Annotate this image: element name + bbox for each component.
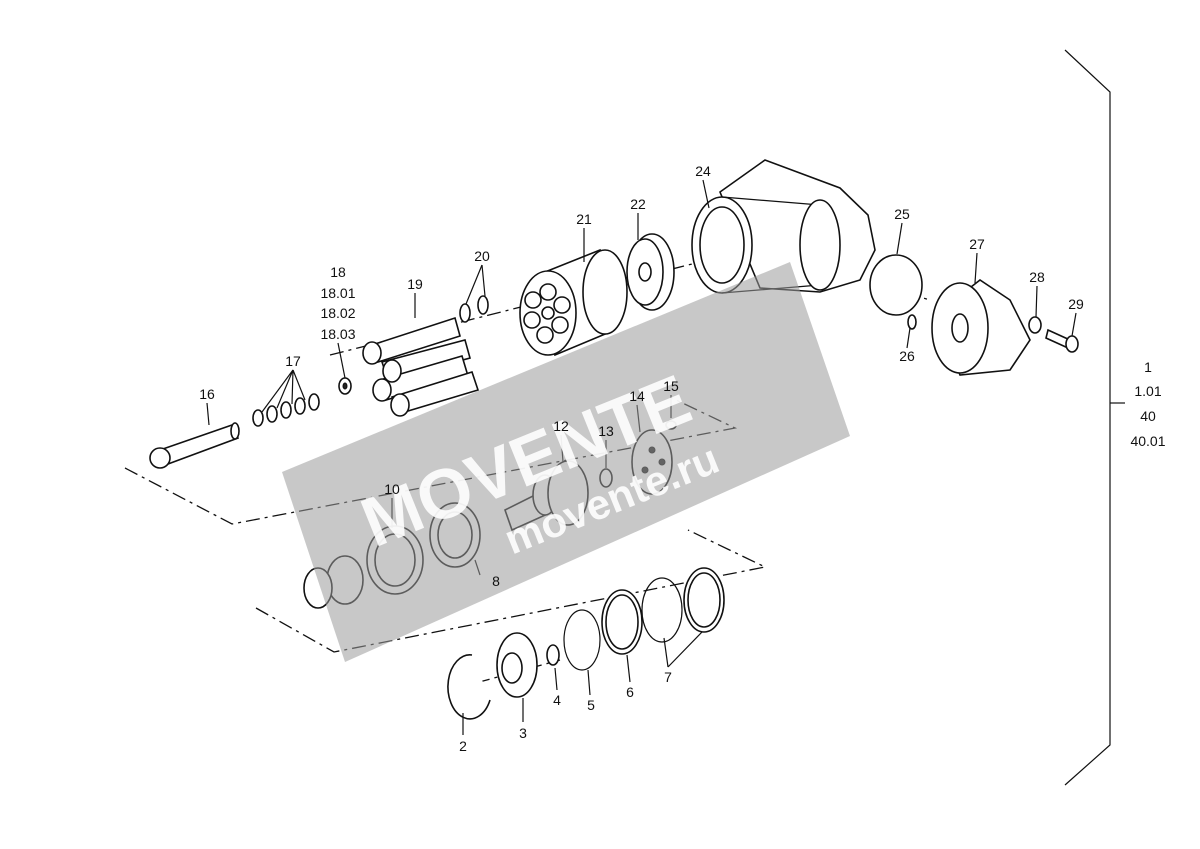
callout-4: 4 — [553, 692, 561, 708]
callout-7: 7 — [664, 669, 672, 685]
callout-19: 19 — [407, 276, 423, 292]
callout-29: 29 — [1068, 296, 1084, 312]
callout-18: 18 — [330, 264, 346, 280]
callout-25: 25 — [894, 206, 910, 222]
callout-labels: 2 3 4 5 6 7 8 10 12 13 14 15 16 17 18 18… — [199, 163, 1166, 754]
assembly-bracket — [1064, 49, 1111, 786]
callout-13: 13 — [598, 423, 614, 439]
part-22-valve-plate — [626, 233, 675, 311]
callout-18-01: 18.01 — [320, 285, 355, 301]
part-4-ring — [546, 644, 560, 666]
part-2-circlip — [447, 654, 491, 720]
callout-10: 10 — [384, 481, 400, 497]
part-17-washers — [252, 377, 352, 427]
part-3-seal — [496, 632, 538, 698]
part-29-bolt — [1045, 328, 1079, 353]
callout-18-02: 18.02 — [320, 305, 355, 321]
callout-5: 5 — [587, 697, 595, 713]
callout-15: 15 — [663, 378, 679, 394]
watermark-band — [282, 262, 850, 662]
assembly-ref-40: 40 — [1140, 408, 1156, 424]
part-28-nut — [1028, 316, 1042, 334]
callout-8: 8 — [492, 573, 500, 589]
callout-26: 26 — [899, 348, 915, 364]
part-25-o-ring — [869, 254, 923, 316]
part-20-rings — [459, 295, 489, 323]
part-19-pistons — [362, 316, 480, 417]
part-26-key — [907, 314, 917, 330]
parts-5-6-7-shims — [563, 567, 725, 671]
callout-3: 3 — [519, 725, 527, 741]
callout-20: 20 — [474, 248, 490, 264]
callout-28: 28 — [1029, 269, 1045, 285]
callout-22: 22 — [630, 196, 646, 212]
part-24-housing — [691, 159, 876, 294]
callout-17: 17 — [285, 353, 301, 369]
callout-12: 12 — [553, 418, 569, 434]
assembly-ref-40-01: 40.01 — [1130, 433, 1165, 449]
part-16-spool — [149, 422, 240, 469]
callout-14: 14 — [629, 388, 645, 404]
callout-2: 2 — [459, 738, 467, 754]
assembly-ref-1: 1 — [1144, 359, 1152, 375]
part-27-end-cap — [931, 279, 1031, 376]
callout-6: 6 — [626, 684, 634, 700]
callout-27: 27 — [969, 236, 985, 252]
callout-18-03: 18.03 — [320, 326, 355, 342]
assembly-ref-1-01: 1.01 — [1134, 383, 1161, 399]
callout-16: 16 — [199, 386, 215, 402]
callout-24: 24 — [695, 163, 711, 179]
part-21-cylinder-block — [519, 248, 628, 357]
callout-21: 21 — [576, 211, 592, 227]
